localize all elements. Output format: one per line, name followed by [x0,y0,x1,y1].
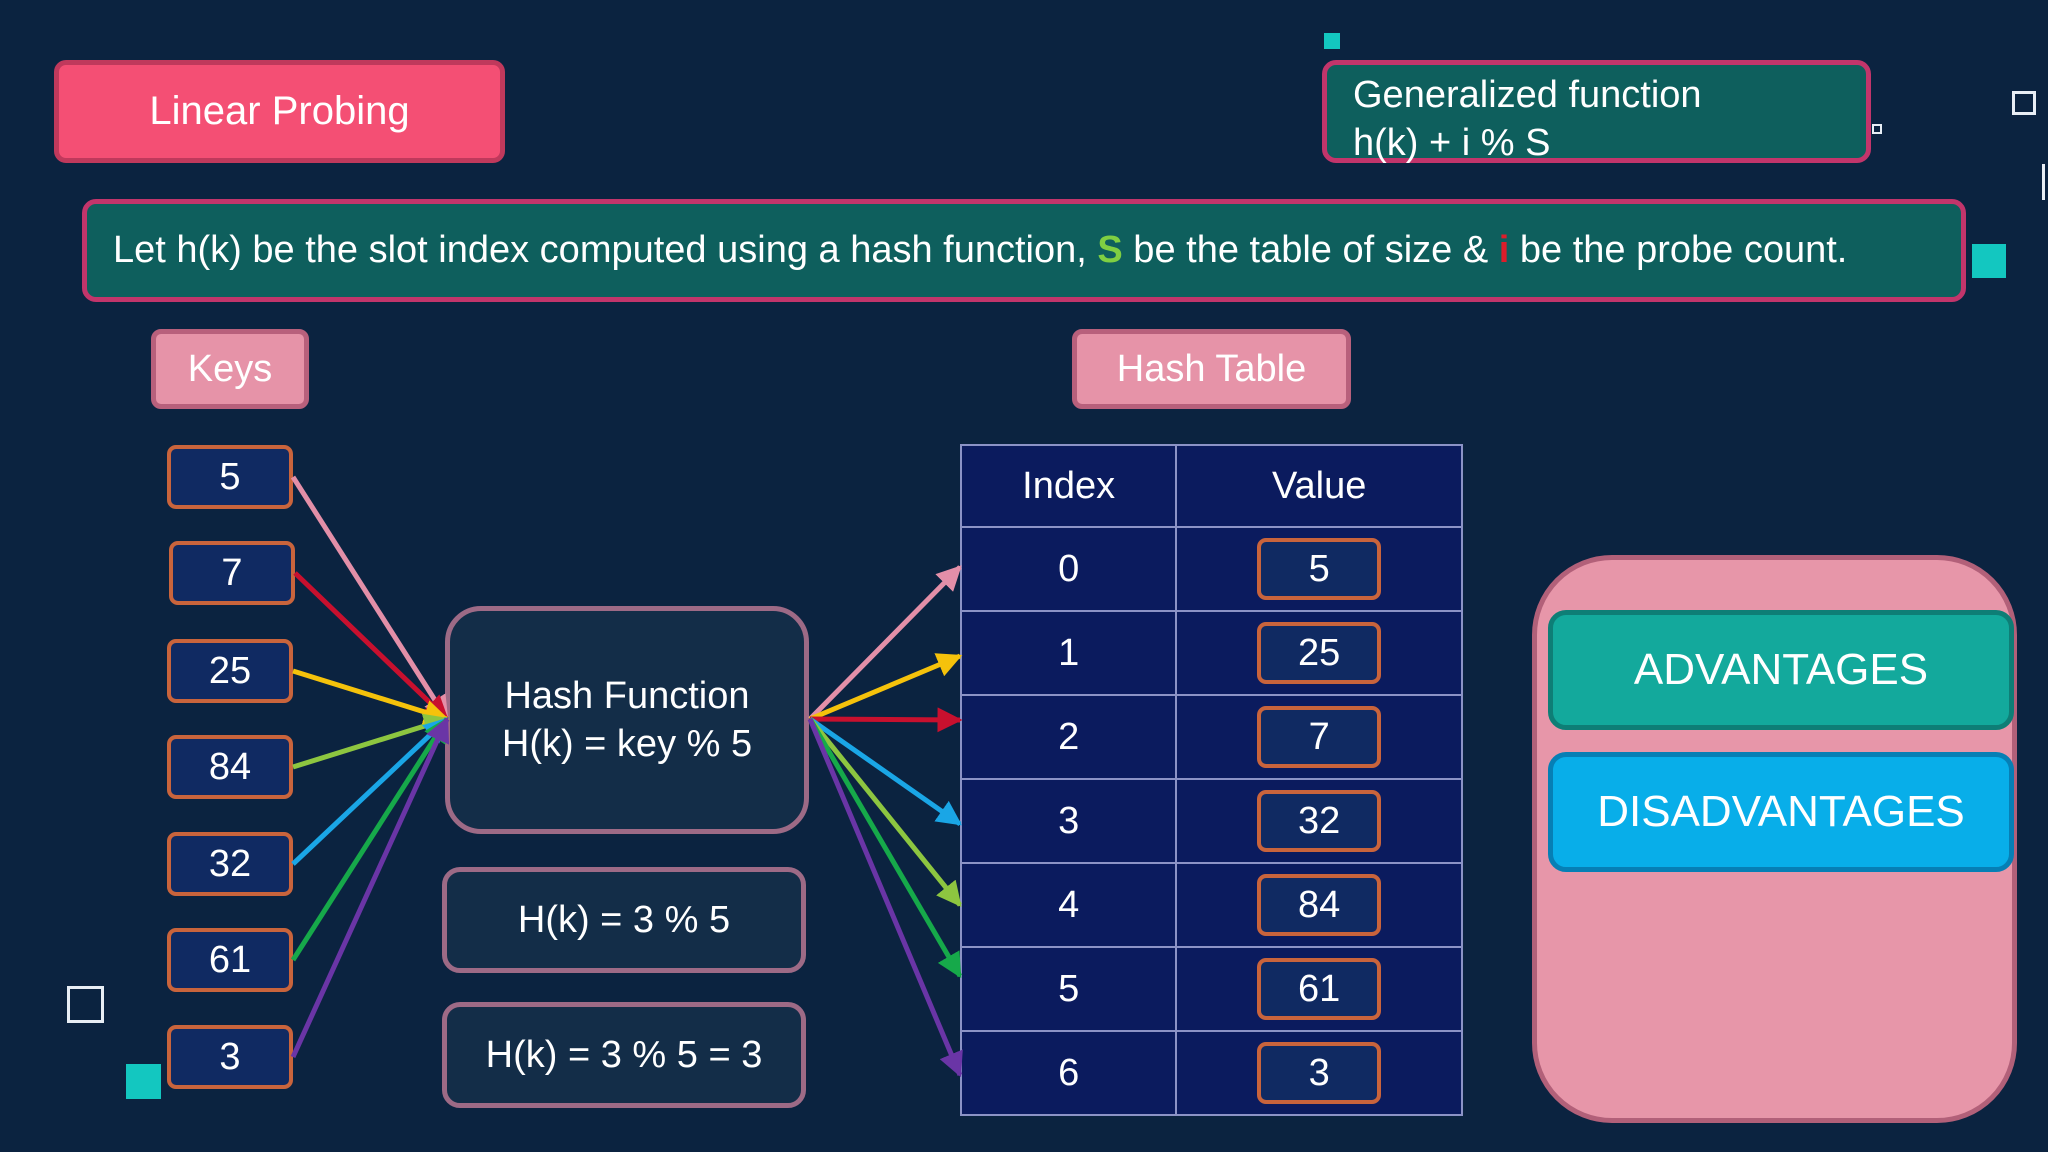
value-box: 3 [1257,1042,1382,1104]
index-cell: 5 [959,946,1178,1032]
key-to-hash-arrow [290,716,450,1059]
value-cell: 25 [1175,610,1463,696]
decorative-square [1872,124,1882,134]
hash-to-slot-arrow [808,565,962,721]
table-row: 6 3 [959,1030,1463,1116]
title-text: Linear Probing [149,89,410,133]
hash-to-slot-arrow [807,717,963,979]
value-box: 84 [1257,874,1382,936]
value-box: 7 [1257,706,1382,768]
hash-function-title: Hash Function [504,675,750,717]
table-row: 0 5 [959,526,1463,612]
value-box: 5 [1257,538,1382,600]
table-row: 2 7 [959,694,1463,780]
hash-table-label: Hash Table [1072,329,1351,409]
key-to-hash-arrow [290,475,450,722]
column-header-value: Value [1175,444,1463,528]
key-to-hash-arrow [292,713,450,770]
decorative-square [67,986,104,1023]
value-box: 32 [1257,790,1382,852]
hash-to-slot-arrow [809,653,963,722]
table-row: 3 32 [959,778,1463,864]
table-header-row: Index Value [959,444,1463,528]
index-cell: 1 [959,610,1178,696]
value-box: 25 [1257,622,1382,684]
key-to-hash-arrow [291,717,449,866]
index-cell: 3 [959,778,1178,864]
key-box: 84 [167,735,293,799]
step-box: H(k) = 3 % 5 [442,867,806,973]
value-cell: 7 [1175,694,1463,780]
hash-table: Index Value 0 5 1 25 2 7 3 32 4 84 5 61 … [959,444,1463,1116]
value-cell: 32 [1175,778,1463,864]
value-cell: 61 [1175,946,1463,1032]
keys-label: Keys [151,329,309,409]
value-cell: 84 [1175,862,1463,948]
definition-text-1: Let h(k) be the slot index computed usin… [113,229,1098,271]
decorative-square [2012,91,2036,115]
hash-function-box: Hash Function H(k) = key % 5 [445,606,809,834]
generalized-function-box: Generalized function h(k) + i % S [1322,60,1871,164]
index-cell: 4 [959,862,1178,948]
table-row: 4 84 [959,862,1463,948]
generalized-function-line2: h(k) + i % S [1353,122,1551,164]
decorative-square [1324,33,1340,49]
definition-box: Let h(k) be the slot index computed usin… [82,199,1966,302]
title-label: Linear Probing [54,60,505,163]
disadvantages-button[interactable]: DISADVANTAGES [1548,752,2014,872]
hash-to-slot-arrow [807,718,963,1078]
hash-to-slot-arrow [808,716,963,827]
hash-to-slot-arrow [808,717,962,907]
key-box: 5 [167,445,293,509]
symbol-s: S [1097,229,1123,271]
key-to-hash-arrow [292,668,450,725]
index-cell: 0 [959,526,1178,612]
value-cell: 3 [1175,1030,1463,1116]
step-box: H(k) = 3 % 5 = 3 [442,1002,806,1108]
key-box: 61 [167,928,293,992]
hash-function-formula: H(k) = key % 5 [501,723,753,765]
decorative-line [2042,164,2045,200]
value-box: 61 [1257,958,1382,1020]
key-box: 25 [167,639,293,703]
table-row: 5 61 [959,946,1463,1032]
definition-text-2: be the table of size & [1122,229,1499,271]
key-to-hash-arrow [290,716,450,962]
key-box: 3 [167,1025,293,1089]
key-box: 32 [167,832,293,896]
hash-to-slot-arrow [809,707,963,733]
column-header-index: Index [959,444,1178,528]
table-row: 1 25 [959,610,1463,696]
decorative-square [1972,244,2006,278]
advantages-button[interactable]: ADVANTAGES [1548,610,2014,730]
definition-text-3: be the probe count. [1509,229,1848,271]
index-cell: 6 [959,1030,1178,1116]
symbol-i: i [1498,229,1510,271]
index-cell: 2 [959,694,1178,780]
key-box: 7 [169,541,295,605]
generalized-function-line1: Generalized function [1353,74,1702,116]
value-cell: 5 [1175,526,1463,612]
key-to-hash-arrow [293,571,449,721]
decorative-square [126,1064,161,1099]
